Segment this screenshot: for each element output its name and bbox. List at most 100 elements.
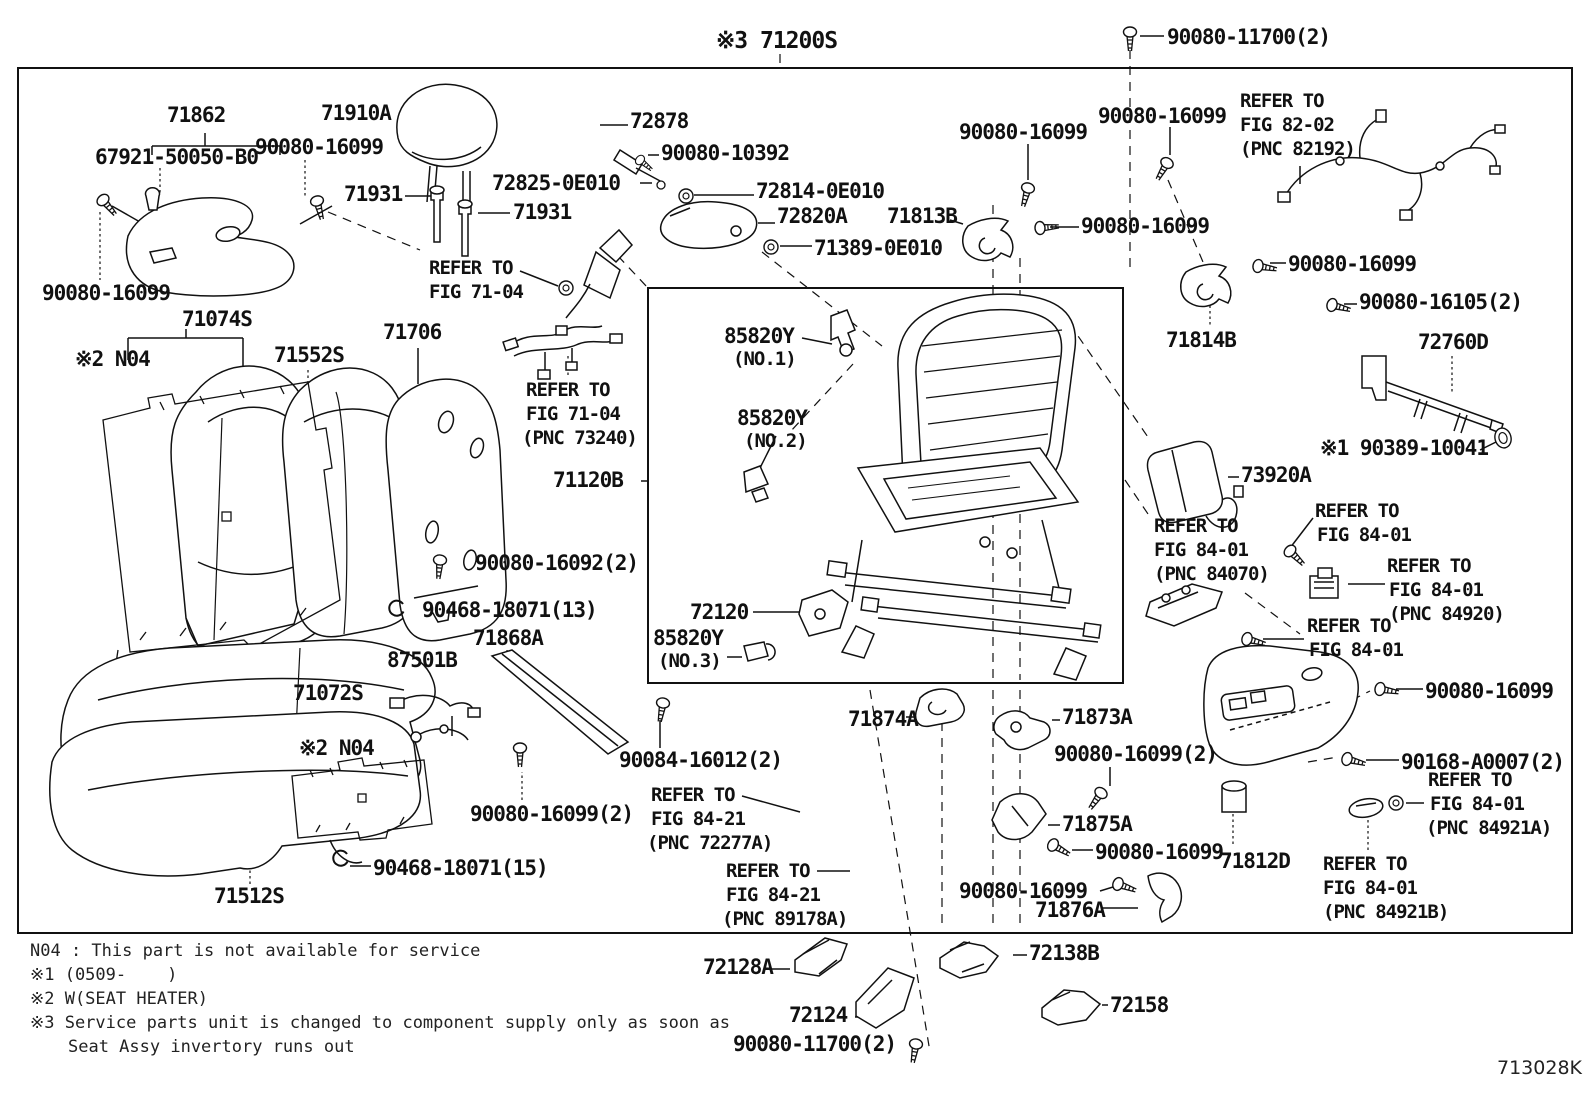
label-67921-50050-B0: 67921-50050-B0 [95, 145, 259, 169]
label-90080-16099-f: 90080-16099 [1288, 252, 1417, 276]
label-71074S: 71074S [182, 307, 253, 331]
bracket-71873A-shape [993, 710, 1051, 751]
clip-72138B-shape [939, 941, 1000, 979]
knob-71812D-shape [1221, 780, 1247, 813]
heater-pad-back-shape [102, 381, 341, 691]
upper-side-shield-shape [125, 197, 295, 297]
label-72128A: 72128A [703, 955, 774, 979]
seat-frame-detail-box [647, 287, 1124, 684]
label-71813B: 71813B [887, 204, 958, 228]
seatback-board-shape [385, 378, 507, 642]
cap-84921-shape [1348, 797, 1384, 819]
label-refer-84920-2: FIG 84-01 [1389, 579, 1484, 601]
label-refer-84921B-2: FIG 84-01 [1323, 877, 1418, 899]
lower-side-shield-shape [1203, 644, 1359, 766]
label-72825-0E010: 72825-0E010 [492, 171, 621, 195]
clip-72158-shape [1041, 989, 1102, 1026]
label-90080-16099-j: 90080-16099 [959, 879, 1088, 903]
hook-71813B-shape [962, 217, 1014, 262]
label-refer-8202-1: REFER TO [1240, 90, 1325, 112]
part-shapes [49, 83, 1506, 1029]
label-90168-A0007: 90168-A0007(2) [1401, 750, 1565, 774]
label-90080-16099-d: 90080-16099 [1098, 104, 1227, 128]
clip-shape [144, 187, 161, 211]
label-72814-0E010: 72814-0E010 [756, 179, 885, 203]
label-71814B: 71814B [1166, 328, 1237, 352]
label-90080-16099-c: 90080-16099 [959, 120, 1088, 144]
label-71910A: 71910A [321, 101, 392, 125]
label-90080-10392: 90080-10392 [661, 141, 790, 165]
label-71200S: ※3 71200S [716, 28, 838, 54]
clip-72128A-shape [794, 937, 848, 977]
label-refer-84920-3: (PNC 84920) [1389, 603, 1505, 625]
label-90080-16099-i: 90080-16099 [1095, 840, 1224, 864]
label-refer-7104b-3: (PNC 73240) [522, 427, 638, 449]
label-refer-84921A-2: FIG 84-01 [1430, 793, 1525, 815]
label-85820Y-1-no: (NO.1) [733, 348, 797, 370]
label-90080-16099-b: 90080-16099 [42, 281, 171, 305]
rear-harness-shape [1277, 109, 1506, 221]
armrest-shape [659, 200, 758, 250]
label-refer-7104a-2: FIG 71-04 [429, 281, 524, 303]
label-refer-84070-3: (PNC 84070) [1154, 563, 1270, 585]
label-71552S: 71552S [274, 343, 345, 367]
outer-frame [17, 67, 1573, 934]
label-N04-b: ※2 N04 [299, 736, 375, 760]
label-N04-a: ※2 N04 [75, 347, 151, 371]
clip-72124-shape [855, 967, 915, 1029]
label-note-2: ※1 (0509- ) [30, 965, 178, 985]
label-note-4: ※3 Service parts unit is changed to comp… [30, 1013, 730, 1033]
connector-84920-shape [1309, 567, 1339, 599]
label-90389-10041: ※1 90389-10041 [1320, 436, 1489, 460]
label-refer-84070-1: REFER TO [1154, 515, 1239, 537]
bracket-71875A-shape [991, 793, 1047, 841]
label-refer-7104b-1: REFER TO [526, 379, 611, 401]
label-72120: 72120 [690, 600, 749, 624]
label-doc-code: 713028K [1497, 1057, 1582, 1079]
label-71512S: 71512S [214, 884, 285, 908]
label-refer-84920-1: REFER TO [1387, 555, 1472, 577]
label-refer-8421a-3: (PNC 72277A) [647, 832, 773, 854]
headrest-shape [396, 83, 498, 212]
seatbelt-buckle-shape [565, 228, 634, 319]
label-71873A: 71873A [1062, 705, 1133, 729]
label-refer-8401d-1: REFER TO [1315, 500, 1400, 522]
label-refer-84921A-1: REFER TO [1428, 769, 1513, 791]
label-90080-16099-g: 90080-16099(2) [470, 802, 634, 826]
label-71812D: 71812D [1220, 849, 1291, 873]
label-90080-16105: 90080-16105(2) [1359, 290, 1523, 314]
label-refer-7104b-2: FIG 71-04 [526, 403, 621, 425]
bolt-85820Y-shapes [743, 309, 856, 662]
label-refer-8202-2: FIG 82-02 [1240, 114, 1335, 136]
label-71072S: 71072S [293, 681, 364, 705]
label-71862: 71862 [167, 103, 226, 127]
label-refer-8421b-1: REFER TO [726, 860, 811, 882]
label-90468-18071-13: 90468-18071(13) [422, 598, 598, 622]
heater-pad-cushion-shape [291, 757, 433, 841]
label-refer-7104a-1: REFER TO [429, 257, 514, 279]
label-72820A: 72820A [777, 204, 848, 228]
label-refer-8401d-2: FIG 84-01 [1317, 524, 1412, 546]
label-71120B: 71120B [553, 468, 624, 492]
bracket-84070-shape [1145, 583, 1223, 627]
label-refer-84921A-3: (PNC 84921A) [1426, 817, 1552, 839]
frame-borders [17, 67, 1573, 934]
label-71876A: 71876A [1035, 898, 1106, 922]
label-73920A: 73920A [1241, 463, 1312, 487]
hook-71814B-shape [1180, 263, 1232, 308]
label-72138B: 72138B [1029, 941, 1100, 965]
label-71931-a: 71931 [344, 182, 403, 206]
label-72760D: 72760D [1418, 330, 1489, 354]
bracket-71874A-shape [914, 688, 965, 728]
armrest-pivot-pin-shape [612, 148, 663, 183]
label-note-1: N04 : This part is not available for ser… [30, 941, 481, 961]
label-85820Y-3: 85820Y [653, 626, 724, 650]
label-refer-8421b-3: (PNC 89178A) [722, 908, 848, 930]
label-refer-8401f-1: REFER TO [1307, 615, 1392, 637]
ball-joint-icon [656, 180, 666, 190]
label-85820Y-2: 85820Y [737, 406, 808, 430]
label-refer-84921B-1: REFER TO [1323, 853, 1408, 875]
label-85820Y-1: 85820Y [724, 324, 795, 348]
